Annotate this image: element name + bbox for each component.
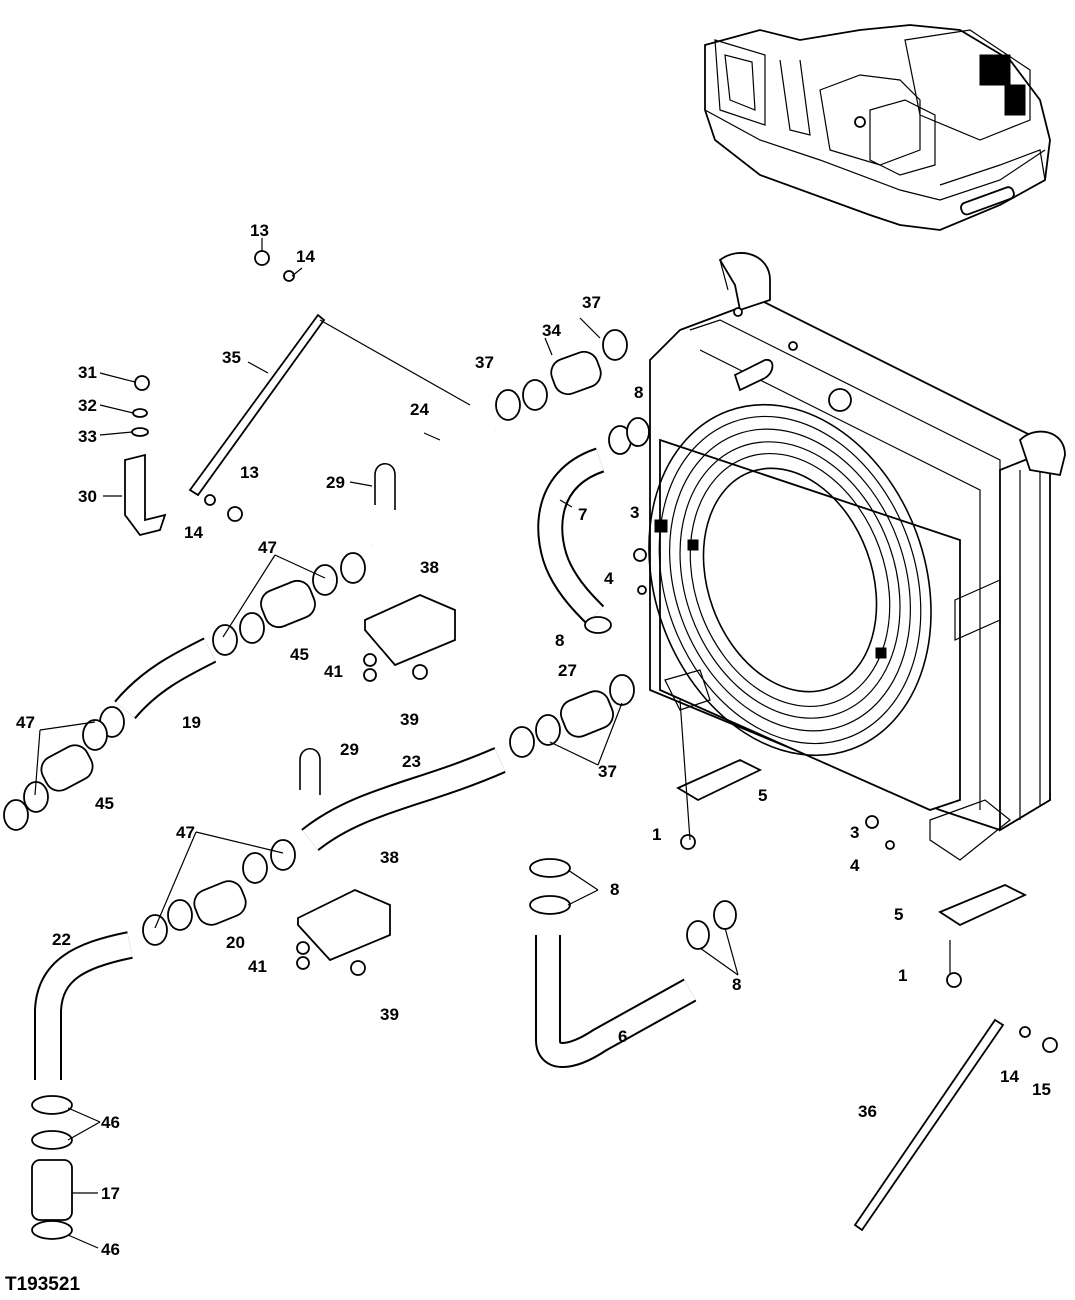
callout-14: 14 [1000, 1067, 1019, 1086]
callout-36: 36 [858, 1102, 877, 1121]
callout-47: 47 [258, 538, 277, 557]
hardware [124, 250, 1058, 1232]
hose-clamps [3, 329, 737, 1240]
excavator-locator-illustration [704, 24, 1051, 231]
callout-39: 39 [380, 1005, 399, 1024]
callout-8: 8 [634, 383, 643, 402]
callout-45: 45 [290, 645, 309, 664]
callout-7: 7 [578, 505, 587, 524]
callout-13: 13 [240, 463, 259, 482]
callout-14: 14 [184, 523, 203, 542]
callout-46: 46 [101, 1240, 120, 1259]
callout-8: 8 [610, 880, 619, 899]
callout-1: 1 [898, 966, 907, 985]
callout-24: 24 [410, 400, 429, 419]
callout-8: 8 [555, 631, 564, 650]
callout-13: 13 [250, 221, 269, 240]
hoses [3, 329, 737, 1240]
callout-31: 31 [78, 363, 97, 382]
callout-22: 22 [52, 930, 71, 949]
callout-33: 33 [78, 427, 97, 446]
callout-35: 35 [222, 348, 241, 367]
callout-15: 15 [1032, 1080, 1051, 1099]
fan-shroud [648, 403, 932, 757]
callout-30: 30 [78, 487, 97, 506]
callout-37: 37 [582, 293, 601, 312]
callout-3: 3 [630, 503, 639, 522]
callout-39: 39 [400, 710, 419, 729]
callout-23: 23 [402, 752, 421, 771]
callout-19: 19 [182, 713, 201, 732]
callout-47: 47 [176, 823, 195, 842]
radiator-assembly [648, 252, 1066, 861]
callout-47: 47 [16, 713, 35, 732]
callout-29: 29 [326, 473, 345, 492]
callout-3: 3 [850, 823, 859, 842]
callout-29: 29 [340, 740, 359, 759]
callout-5: 5 [758, 786, 767, 805]
callout-38: 38 [420, 558, 439, 577]
callout-32: 32 [78, 396, 97, 415]
callout-45: 45 [95, 794, 114, 813]
callout-6: 6 [618, 1027, 627, 1046]
callout-17: 17 [101, 1184, 120, 1203]
callout-1: 1 [652, 825, 661, 844]
callout-37: 37 [475, 353, 494, 372]
callout-4: 4 [604, 569, 614, 588]
callout-27: 27 [558, 661, 577, 680]
callout-34: 34 [542, 321, 561, 340]
callout-4: 4 [850, 856, 860, 875]
callout-14: 14 [296, 247, 315, 266]
callout-5: 5 [894, 905, 903, 924]
callout-38: 38 [380, 848, 399, 867]
figure-id: T193521 [5, 1274, 80, 1295]
callout-20: 20 [226, 933, 245, 952]
callout-41: 41 [248, 957, 267, 976]
callout-labels: 13 14 35 31 32 33 30 14 13 29 24 37 34 3… [16, 221, 1051, 1259]
callout-8: 8 [732, 975, 741, 994]
leader-lines [34, 238, 951, 1249]
callout-41: 41 [324, 662, 343, 681]
callout-37: 37 [598, 762, 617, 781]
callout-46: 46 [101, 1113, 120, 1132]
